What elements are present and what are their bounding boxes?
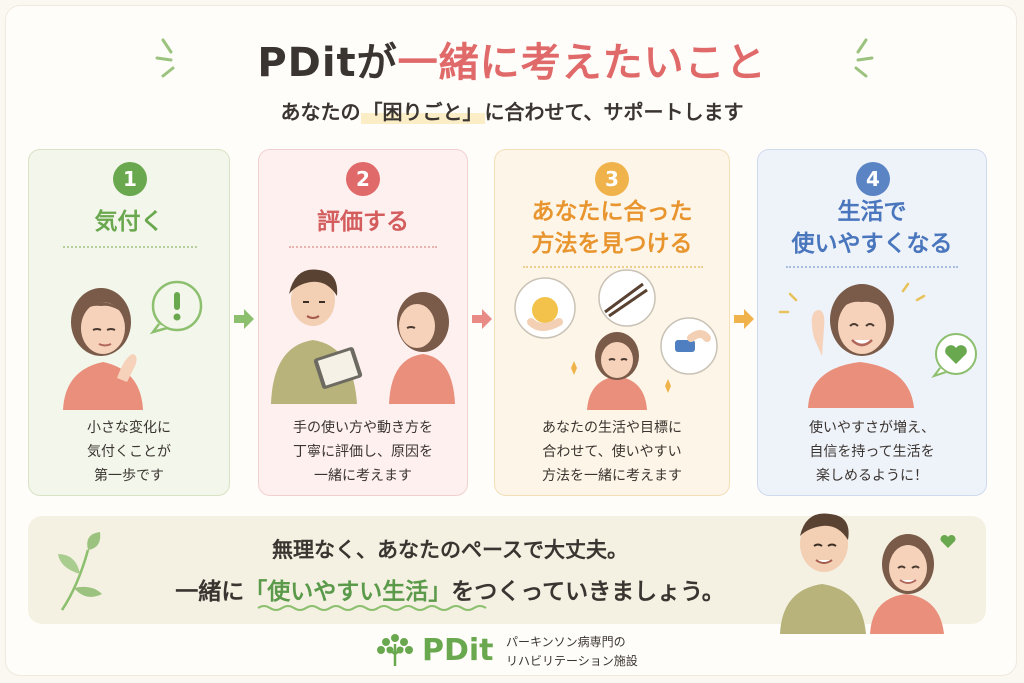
leaf-sprig-icon: [58, 532, 102, 611]
footer-logo: PDit: [376, 632, 494, 668]
step-title: 気付く: [29, 206, 229, 238]
step-number-badge: 4: [856, 162, 890, 196]
subtitle-marked: 「困りごと」: [360, 100, 485, 124]
step-number-badge: 3: [595, 162, 629, 196]
step-text-line: 合わせて、使いやすい: [542, 444, 682, 460]
banner-highlight: 使いやすい生活: [267, 579, 429, 605]
step-card-2: 2 評価する 手の使い方や動き方を 丁寧に評価し、原因を 一緒に考えます: [258, 149, 468, 496]
banner-line-2-before: 一緒に: [175, 579, 245, 605]
step-title-line: 生活で: [837, 199, 907, 225]
step-number-badge: 2: [346, 162, 380, 196]
heart-bubble-icon: [931, 333, 977, 378]
dotted-divider: [786, 266, 958, 268]
step-description: あなたの生活や目標に 合わせて、使いやすい 方法を一緒に考えます: [495, 416, 729, 488]
step-title-line: 評価する: [317, 209, 409, 235]
footer-tagline: パーキンソン病専門の リハビリテーション施設: [506, 633, 638, 671]
step-text-line: 使いやすさが増え、: [809, 420, 935, 436]
step-title: あなたに合った 方法を見つける: [495, 196, 729, 260]
banner-quote-open: 「: [244, 579, 268, 605]
banner-line-2-after: をつくっていきましょう。: [451, 579, 725, 605]
step-title-line: 使いやすくなる: [791, 231, 953, 257]
tree-logo-icon: [377, 634, 413, 666]
step-text-line: 第一歩です: [94, 468, 164, 484]
step-text-line: 方法を一緒に考えます: [542, 468, 682, 484]
subtitle-before: あなたの: [280, 100, 361, 124]
dotted-divider: [63, 246, 197, 248]
footer-tagline-line: リハビリテーション施設: [506, 654, 638, 668]
smiling-woman-illustration: [778, 282, 926, 408]
step-text-line: 丁寧に評価し、原因を: [293, 444, 433, 460]
step-text-line: 手の使い方や動き方を: [293, 420, 433, 436]
banner-line-1: 無理なく、あなたのペースで大丈夫。: [272, 538, 628, 562]
step-text-line: 楽しめるように！: [816, 468, 928, 484]
step-title-line: あなたに合った: [531, 199, 693, 225]
step-description: 使いやすさが増え、 自信を持って生活を 楽しめるように！: [758, 416, 986, 488]
banner-line-2: 一緒に「使いやすい生活」をつくっていきましょう。: [0, 572, 900, 606]
step-text-line: 気付くことが: [87, 444, 171, 460]
step-description: 小さな変化に 気付くことが 第一歩です: [29, 416, 229, 488]
step-number-badge: 1: [113, 162, 147, 196]
step-card-4: 4 生活で 使いやすくなる 使いやすさが増え、 自信を持って生活を 楽しめるよう…: [757, 149, 987, 496]
therapist-evaluating-illustration: [271, 269, 455, 404]
dotted-divider: [289, 246, 437, 248]
couple-illustration: [780, 513, 956, 634]
adaptive-tools-illustration: [514, 269, 718, 410]
subtitle: あなたの「困りごと」に合わせて、サポートします: [0, 96, 1024, 125]
woman-thinking-illustration: [63, 288, 143, 410]
title-particle: が: [356, 40, 398, 86]
footer-tagline-line: パーキンソン病専門の: [506, 635, 626, 649]
step-title: 生活で 使いやすくなる: [758, 196, 986, 260]
step-text-line: あなたの生活や目標に: [542, 420, 682, 436]
step-title: 評価する: [259, 206, 467, 238]
arrow-right-icon: [472, 309, 492, 329]
sparkle-right-icon: [854, 38, 874, 78]
step-title-line: 気付く: [94, 209, 164, 235]
step-text-line: 自信を持って生活を: [809, 444, 935, 460]
subtitle-after: に合わせて、サポートします: [484, 100, 744, 124]
title-brand: PDit: [257, 40, 357, 86]
step-card-1: 1 気付く 小さな変化に 気付くことが 第一歩です: [28, 149, 230, 496]
dotted-divider: [523, 266, 703, 268]
step-text-line: 小さな変化に: [87, 420, 171, 436]
title-highlight: 一緒に考えたいこと: [397, 40, 767, 86]
arrow-right-icon: [234, 309, 254, 329]
footer-logo-text: PDit: [422, 632, 494, 668]
step-text-line: 一緒に考えます: [314, 468, 412, 484]
step-card-3: 3 あなたに合った 方法を見つける あなたの生活や目標に 合わせて、使いやすい …: [494, 149, 730, 496]
step-title-line: 方法を見つける: [531, 231, 693, 257]
exclamation-bubble-icon: [149, 280, 203, 335]
page-title: PDitが一緒に考えたいこと: [0, 30, 1024, 88]
banner-quote-close: 」: [428, 579, 452, 605]
step-description: 手の使い方や動き方を 丁寧に評価し、原因を 一緒に考えます: [259, 416, 467, 488]
arrow-right-icon: [734, 309, 754, 329]
sparkle-left-icon: [155, 38, 175, 78]
wavy-underline: [257, 605, 487, 611]
